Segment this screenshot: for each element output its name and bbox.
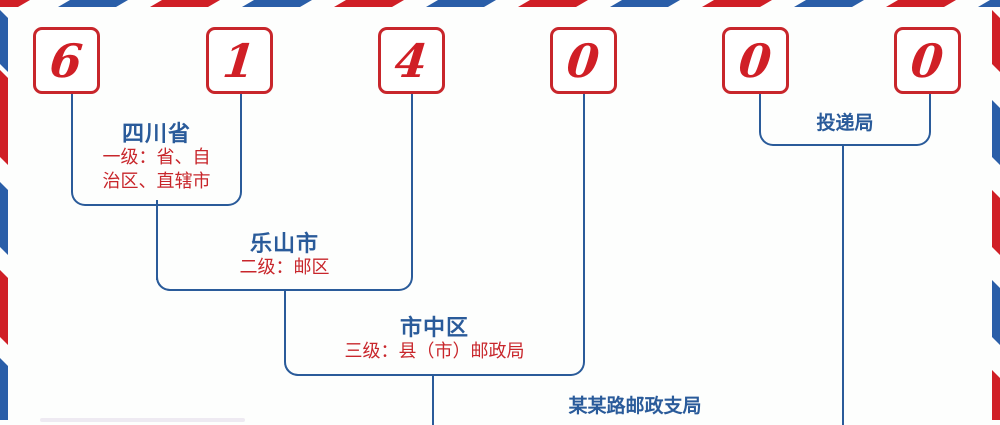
bracket-delivery	[759, 94, 931, 146]
province-desc-line2: 治区、直辖市	[102, 171, 211, 192]
city-title: 乐山市	[249, 231, 319, 257]
delivery-title: 投递局	[816, 112, 874, 134]
digit-box-2: 1	[206, 27, 273, 94]
district-title: 市中区	[399, 315, 469, 341]
digit-4: 0	[564, 33, 603, 88]
digit-2: 1	[220, 33, 259, 88]
digit-box-5: 0	[722, 27, 789, 94]
right-stripes	[992, 10, 1000, 420]
digit-6: 0	[908, 33, 947, 88]
digit-box-1: 6	[33, 27, 100, 94]
branch-title: 某某路邮政支局	[568, 395, 702, 417]
connector-district-branch	[432, 375, 434, 425]
bottom-partial-element	[40, 418, 245, 422]
digit-box-6: 0	[894, 27, 961, 94]
digit-5: 0	[736, 33, 775, 88]
district-desc: 三级：县（市）邮政局	[344, 341, 525, 362]
digit-1: 6	[47, 33, 86, 88]
province-desc-line1: 一级：省、自	[102, 147, 211, 168]
bracket-district-left	[284, 289, 314, 376]
city-desc: 二级：邮区	[239, 257, 330, 278]
top-stripes	[0, 0, 1000, 7]
left-stripes	[0, 10, 8, 420]
connector-delivery	[842, 145, 844, 425]
province-title: 四川省	[121, 121, 191, 147]
digit-box-3: 4	[378, 27, 445, 94]
bracket-district	[284, 94, 585, 376]
bracket-city-left	[156, 200, 186, 291]
digit-3: 4	[392, 33, 431, 88]
digit-box-4: 0	[550, 27, 617, 94]
